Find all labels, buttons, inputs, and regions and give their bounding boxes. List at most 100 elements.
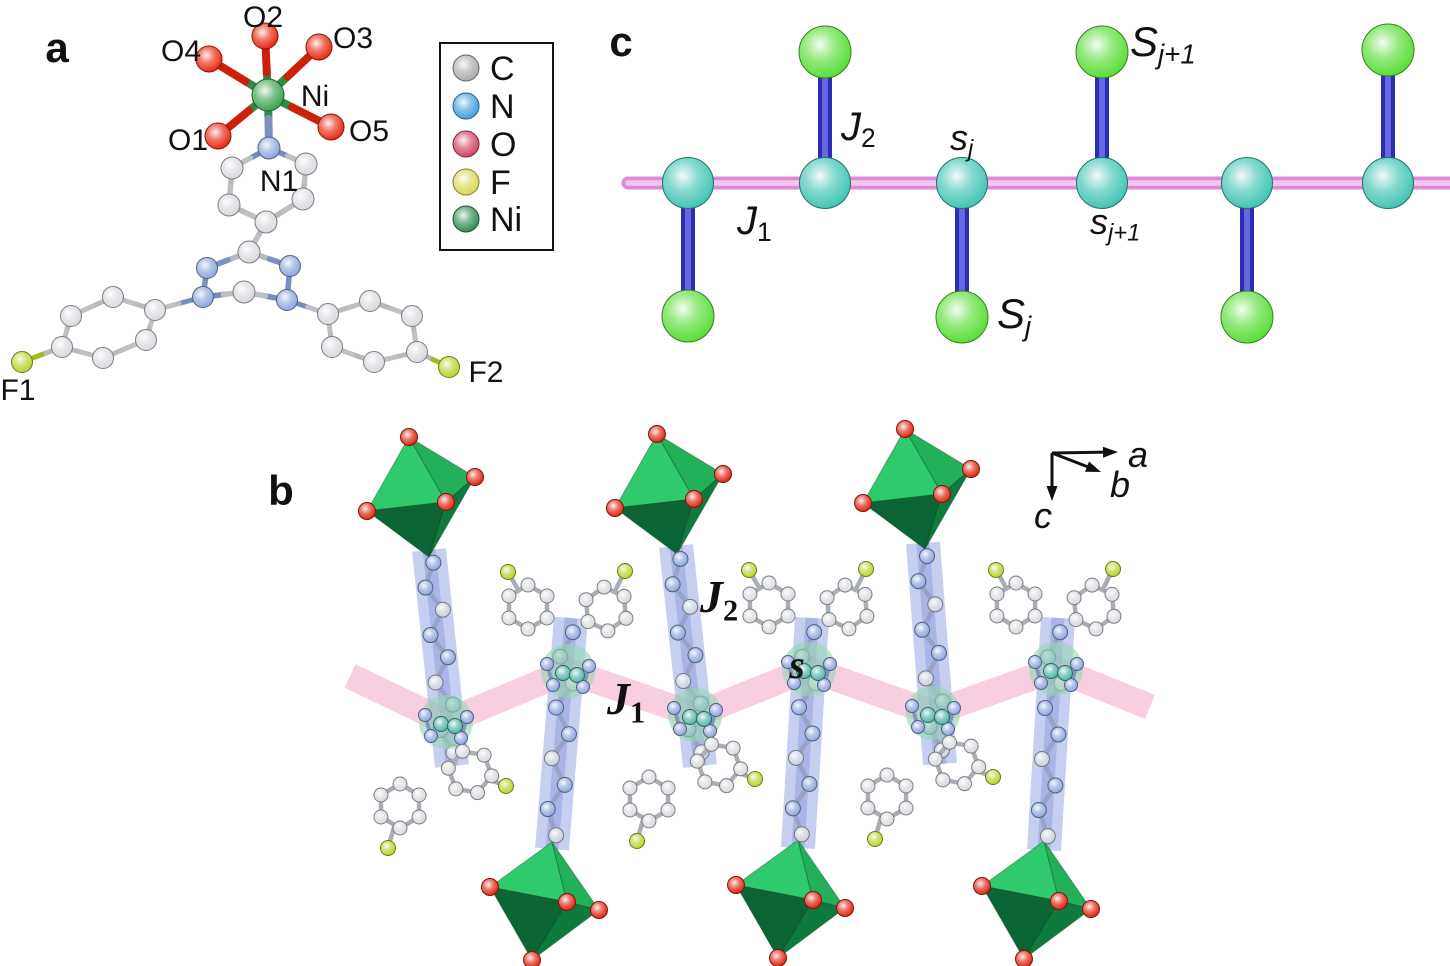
phenyl-carbon — [1068, 612, 1084, 628]
phenyl-carbon — [454, 743, 470, 759]
node-atom — [1028, 655, 1042, 669]
phenyl-carbon — [927, 751, 943, 767]
axis-label-b: b — [1110, 464, 1130, 505]
panel-letter-c: c — [609, 18, 632, 65]
atom-q2 — [359, 290, 381, 312]
label-O5: O5 — [349, 115, 389, 148]
atom-q6 — [321, 336, 343, 358]
node-atom — [540, 657, 554, 671]
ligand-atom — [539, 801, 556, 818]
phenyl-carbon — [1066, 590, 1082, 606]
atom-c4a — [254, 210, 278, 234]
atom-c5a — [291, 187, 315, 211]
phenyl-carbon — [935, 772, 951, 788]
phenyl-carbon — [641, 813, 657, 829]
ligand-atom — [919, 548, 936, 565]
fluorine-atom — [380, 840, 396, 856]
phenyl-carbon — [837, 577, 853, 593]
phenyl-carbon — [857, 586, 873, 602]
atom-nll — [192, 286, 214, 308]
oxygen-vertex-sphere — [481, 878, 499, 896]
fluorine-atom — [500, 564, 516, 580]
phenyl-carbon — [742, 586, 758, 602]
panel-letter-a: a — [45, 24, 69, 71]
ligand-atom — [1033, 751, 1050, 768]
legend-sphere-c — [452, 54, 480, 82]
axis-arrow-head — [1102, 446, 1118, 458]
phenyl-carbon — [580, 614, 596, 630]
node-atom — [576, 680, 590, 694]
atom-n1 — [257, 136, 281, 160]
atom-p4 — [51, 336, 73, 358]
node-atom — [582, 659, 596, 673]
atom-c3a — [217, 193, 241, 217]
phenyl-carbon — [618, 610, 634, 626]
small-spin-s-sphere — [799, 157, 851, 209]
ligand-atom — [556, 776, 573, 793]
ligand-atom — [801, 776, 818, 793]
phenyl-carbon — [616, 588, 632, 604]
phenyl-carbon — [539, 588, 555, 604]
node-atom — [1070, 657, 1084, 671]
fluorine-atom — [617, 563, 633, 579]
label-N1: N1 — [260, 165, 298, 198]
fluorine-atom — [988, 562, 1004, 578]
label-O3: O3 — [333, 22, 373, 55]
axis-arrow-head — [1085, 461, 1101, 472]
node-atom — [424, 729, 438, 743]
label-Sj1: Sj+1 — [1130, 18, 1196, 70]
fluorine-atom — [629, 833, 645, 849]
node-atom — [817, 678, 831, 692]
big-spin-S-sphere — [661, 289, 715, 343]
atom-f2 — [438, 356, 460, 378]
phenyl-carbon — [622, 780, 638, 796]
axis-arrow-line — [1051, 450, 1108, 455]
node-atom — [1034, 676, 1048, 690]
ligand-atom — [930, 644, 947, 661]
phenyl-carbon — [501, 588, 517, 604]
phenyl-carbon — [600, 623, 616, 639]
phenyl-carbon — [742, 608, 758, 624]
phenyl-carbon — [1008, 575, 1024, 591]
fluorine-atom — [741, 562, 757, 578]
atom-o3 — [305, 33, 333, 61]
ni-octahedron — [358, 428, 484, 558]
phenyl-carbon — [860, 778, 876, 794]
node-atom — [947, 701, 961, 715]
oxygen-vertex-sphere — [973, 877, 991, 895]
phenyl-carbon — [622, 802, 638, 818]
phenyl-carbon — [989, 586, 1005, 602]
phenyl-carbon — [578, 592, 594, 608]
phenyl-carbon — [411, 787, 427, 803]
atom-p1 — [144, 299, 166, 321]
legend-label-c: C — [490, 50, 515, 88]
oxygen-vertex-sphere — [1015, 950, 1033, 966]
label-Ni: Ni — [301, 80, 329, 113]
node-atom — [787, 676, 801, 690]
fluorine-atom — [1105, 561, 1121, 577]
node-atom — [1057, 665, 1073, 681]
oxygen-vertex-sphere — [358, 502, 376, 520]
phenyl-carbon — [859, 608, 875, 624]
node-atom — [569, 667, 585, 683]
oxygen-vertex-sphere — [648, 425, 666, 443]
oxygen-vertex-sphere — [400, 428, 418, 446]
phenyl-carbon — [821, 612, 837, 628]
node-atom — [418, 708, 432, 722]
node-atom — [447, 718, 463, 734]
atom-p2 — [102, 286, 124, 308]
label-O2: O2 — [243, 1, 283, 34]
label-Sj: Sj — [997, 290, 1032, 342]
atom-ni — [251, 78, 285, 112]
phenyl-carbon — [761, 575, 777, 591]
phenyl-carbon — [660, 802, 676, 818]
oxygen-vertex-sphere — [933, 485, 951, 503]
axis-label-c: c — [1034, 495, 1052, 536]
big-spin-S-sphere — [798, 25, 852, 79]
label-F2: F2 — [468, 356, 503, 389]
ligand-atom — [806, 624, 823, 641]
